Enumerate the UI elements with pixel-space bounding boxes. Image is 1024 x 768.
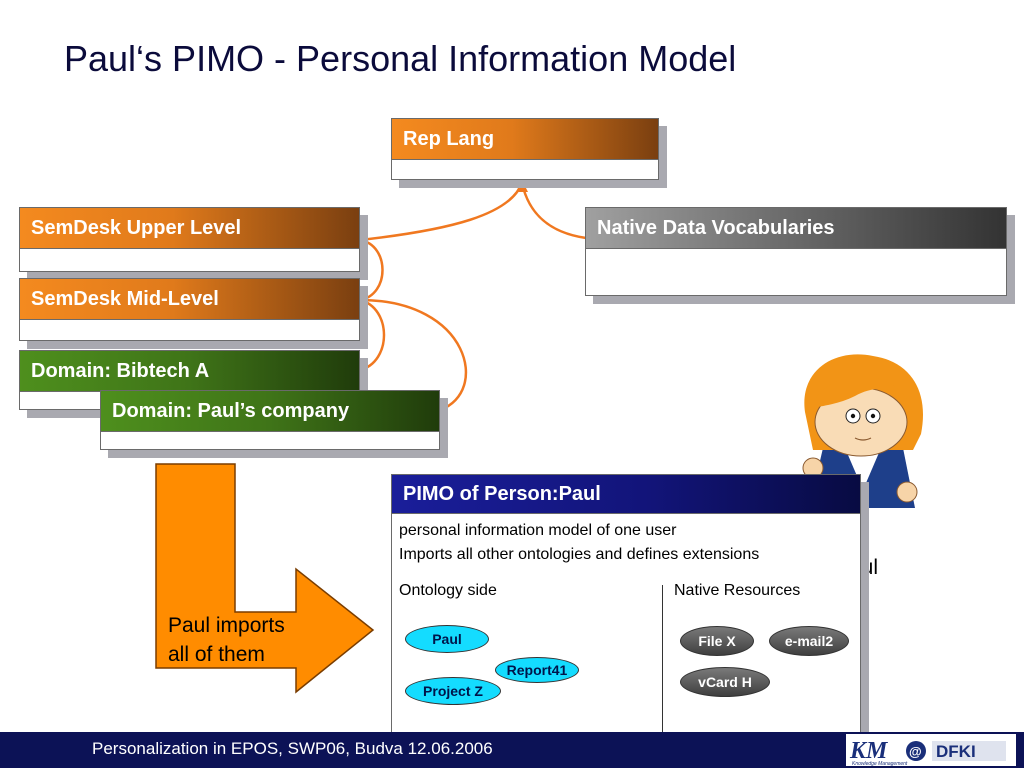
svg-text:Knowledge Management: Knowledge Management xyxy=(852,761,908,766)
slide-title: Paul‘s PIMO - Personal Information Model xyxy=(64,38,737,79)
footer-text: Personalization in EPOS, SWP06, Budva 12… xyxy=(92,739,493,758)
pimo-divider xyxy=(662,585,663,734)
import-arrow-shape xyxy=(155,463,375,694)
resource-node-file-x[interactable]: File X xyxy=(680,626,754,656)
connector-paulco-to-mid xyxy=(358,298,468,412)
semdesk-upper-header: SemDesk Upper Level xyxy=(20,208,359,249)
semdesk-mid-header: SemDesk Mid-Level xyxy=(20,279,359,320)
domain-paul-company-header: Domain: Paul’s company xyxy=(101,391,439,432)
character-mouth xyxy=(854,437,872,441)
connector-mid-to-upper xyxy=(358,238,384,302)
pimo-box: PIMO of Person:Paul personal information… xyxy=(391,474,861,735)
ontology-node-report41[interactable]: Report41 xyxy=(495,657,579,683)
svg-text:DFKI: DFKI xyxy=(936,742,976,761)
import-arrow-label-line1: Paul imports xyxy=(168,614,285,637)
import-arrow-label-line2: all of them xyxy=(168,643,265,666)
pimo-description-line2: Imports all other ontologies and defines… xyxy=(399,546,760,563)
resource-node-email2[interactable]: e-mail2 xyxy=(769,626,849,656)
rep-lang-header: Rep Lang xyxy=(392,119,658,160)
semdesk-upper-box: SemDesk Upper Level xyxy=(19,207,360,272)
native-data-vocabularies-header: Native Data Vocabularies xyxy=(586,208,1006,249)
native-resources-label: Native Resources xyxy=(674,582,801,599)
native-data-vocabularies-box: Native Data Vocabularies xyxy=(585,207,1007,296)
svg-text:KM: KM xyxy=(849,738,889,764)
ontology-node-project-z[interactable]: Project Z xyxy=(405,677,501,705)
km-dfki-logo-mark: KM @ DFKI Knowledge Management xyxy=(849,738,1006,766)
pimo-header: PIMO of Person:Paul xyxy=(392,475,860,514)
pimo-description-line1: personal information model of one user xyxy=(399,522,677,539)
domain-paul-company-box: Domain: Paul’s company xyxy=(100,390,440,450)
replang-arrowhead xyxy=(516,180,528,192)
character-hair-bangs xyxy=(811,376,913,412)
connector-bibtech-to-mid xyxy=(358,298,386,372)
resource-node-vcard-h[interactable]: vCard H xyxy=(680,667,770,697)
ontology-node-paul[interactable]: Paul xyxy=(405,625,489,653)
connector-upper-to-replang xyxy=(358,181,524,242)
import-arrow-label: Paul imports all of them xyxy=(168,611,285,669)
character-right-hand xyxy=(896,481,918,503)
character-collar xyxy=(845,448,881,490)
domain-bibtech-header: Domain: Bibtech A xyxy=(20,351,359,392)
ontology-side-label: Ontology side xyxy=(399,582,497,599)
svg-text:@: @ xyxy=(909,744,922,759)
semdesk-mid-box: SemDesk Mid-Level xyxy=(19,278,360,341)
rep-lang-box: Rep Lang xyxy=(391,118,659,180)
